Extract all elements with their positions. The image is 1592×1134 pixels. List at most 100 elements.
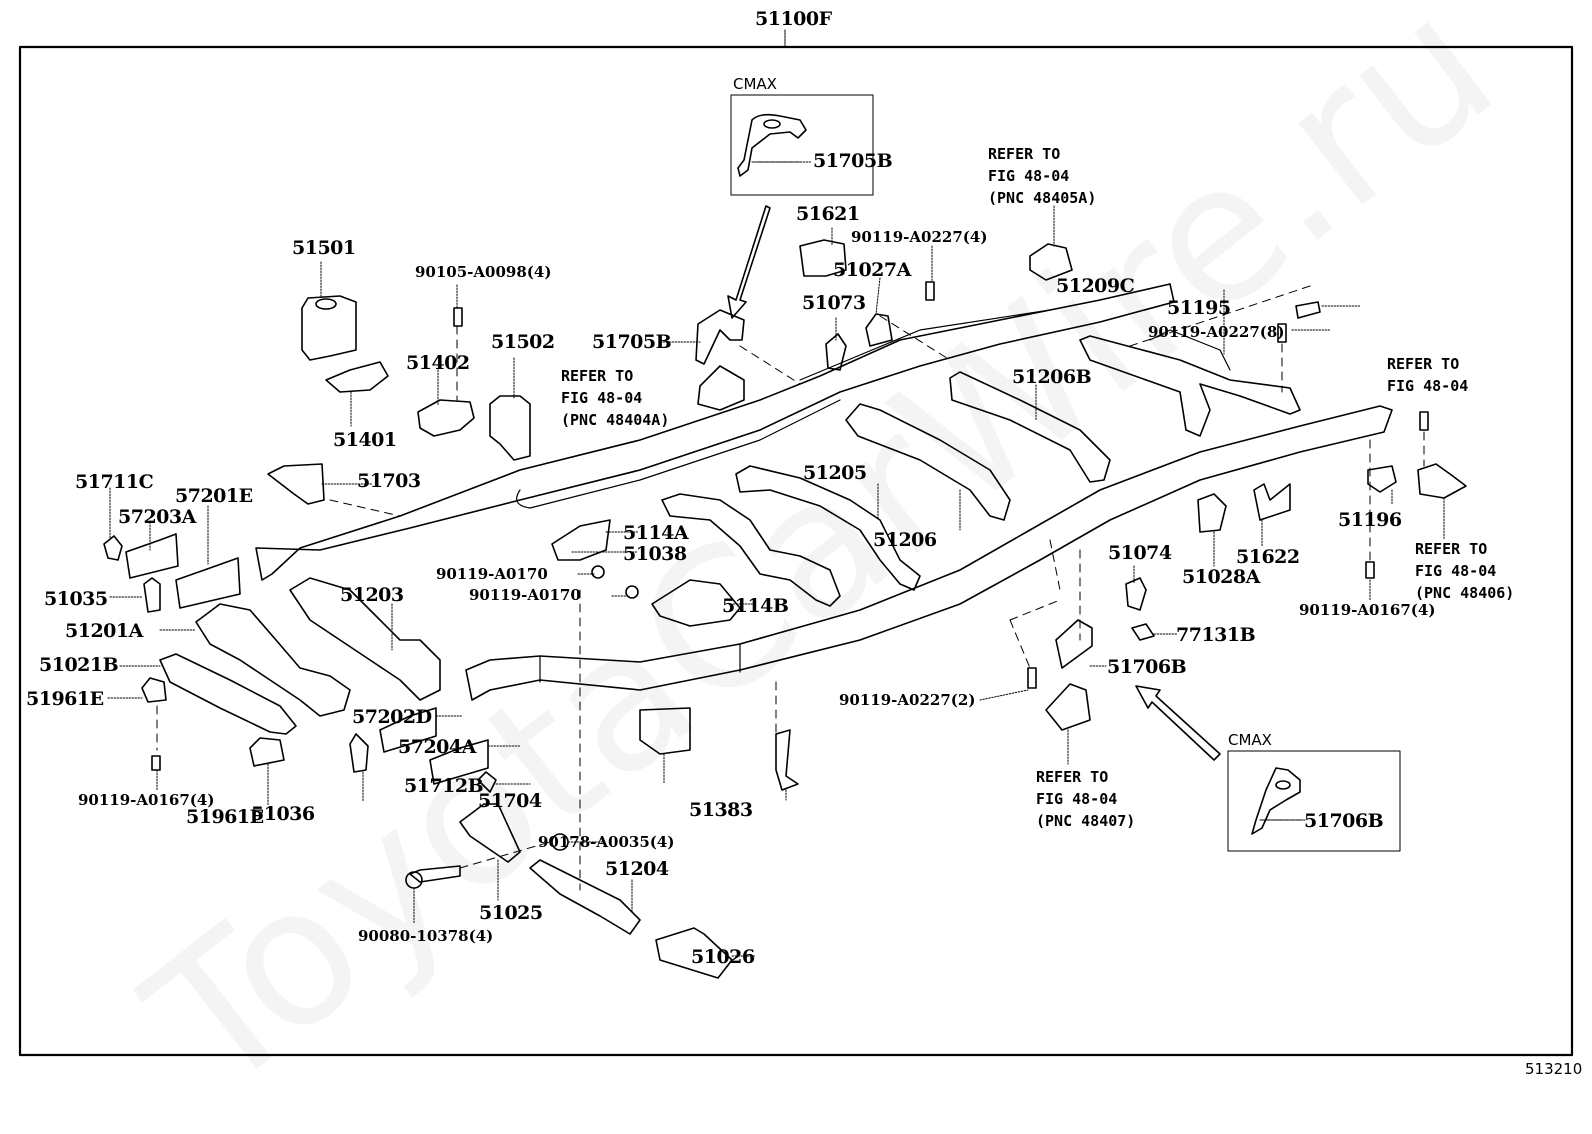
callout-51206[interactable]: 51206 bbox=[873, 529, 937, 551]
callout-5114A[interactable]: 5114A bbox=[623, 522, 689, 544]
mount-51961E-a bbox=[141, 677, 167, 703]
frame-rail-right bbox=[465, 405, 1393, 701]
callout-51205[interactable]: 51205 bbox=[803, 462, 867, 484]
refer-note-48406[interactable]: REFER TO FIG 48-04 (PNC 48406) bbox=[1415, 540, 1515, 602]
callout-51711C[interactable]: 51711C bbox=[75, 471, 154, 493]
crossmember-51205 bbox=[735, 465, 921, 591]
clip-77131B bbox=[1131, 623, 1155, 641]
inset-label-cmax-top: CMAX bbox=[733, 75, 777, 93]
refer-note-48405A[interactable]: REFER TO FIG 48-04 (PNC 48405A) bbox=[988, 145, 1097, 207]
callout-51961E[interactable]: 51961E bbox=[26, 688, 104, 710]
callout-51703[interactable]: 51703 bbox=[357, 470, 421, 492]
mount-48406 bbox=[1417, 463, 1467, 499]
callout-51203[interactable]: 51203 bbox=[340, 584, 404, 606]
callout-51201A[interactable]: 51201A bbox=[65, 620, 143, 642]
inset-label-cmax-bottom: CMAX bbox=[1228, 731, 1272, 749]
callout-57204A[interactable]: 57204A bbox=[398, 736, 476, 758]
bracket-51705B-inset-drawing bbox=[737, 113, 807, 177]
inset-box-51705B bbox=[730, 94, 874, 196]
callout-51025[interactable]: 51025 bbox=[479, 902, 543, 924]
callout-51028A[interactable]: 51028A bbox=[1182, 566, 1260, 588]
callout-51206B[interactable]: 51206B bbox=[1012, 366, 1092, 388]
callout-51705B-inset[interactable]: 51705B bbox=[813, 150, 893, 172]
callout-90178-A0035[interactable]: 90178-A0035(4) bbox=[538, 833, 675, 851]
callout-51502[interactable]: 51502 bbox=[491, 331, 555, 353]
callout-51035[interactable]: 51035 bbox=[44, 588, 108, 610]
callout-90119-A0167-right[interactable]: 90119-A0167(4) bbox=[1299, 601, 1436, 619]
callout-51401[interactable]: 51401 bbox=[333, 429, 397, 451]
bracket-51402 bbox=[417, 399, 475, 437]
callout-51196[interactable]: 51196 bbox=[1338, 509, 1402, 531]
callout-51961E[interactable]: 51961E bbox=[186, 806, 264, 828]
callout-51027A[interactable]: 51027A bbox=[833, 259, 911, 281]
bracket-51036 bbox=[349, 733, 369, 773]
callout-57203A[interactable]: 57203A bbox=[118, 506, 196, 528]
mount-51501 bbox=[301, 295, 357, 361]
callout-90119-A0227-2[interactable]: 90119-A0227(2) bbox=[839, 691, 976, 709]
refer-note-48407[interactable]: REFER TO FIG 48-04 (PNC 48407) bbox=[1036, 768, 1136, 830]
callout-90119-A0170-b[interactable]: 90119-A0170 bbox=[469, 586, 581, 604]
bracket-51035 bbox=[143, 577, 161, 613]
callout-57202D[interactable]: 57202D bbox=[352, 706, 432, 728]
callout-90119-A0227-8[interactable]: 90119-A0227(8) bbox=[1148, 323, 1285, 341]
callout-51706B[interactable]: 51706B bbox=[1107, 656, 1187, 678]
inset-box-51706B bbox=[1227, 750, 1401, 852]
bracket-51621 bbox=[799, 239, 847, 277]
callout-51704[interactable]: 51704 bbox=[478, 790, 542, 812]
refer-note-48404A[interactable]: REFER TO FIG 48-04 (PNC 48404A) bbox=[561, 367, 670, 429]
callout-90119-A0227-4[interactable]: 90119-A0227(4) bbox=[851, 228, 988, 246]
mount-51028A bbox=[1197, 493, 1227, 533]
callout-51712B[interactable]: 51712B bbox=[404, 775, 484, 797]
hook-51383 bbox=[775, 729, 799, 791]
callout-51036[interactable]: 51036 bbox=[251, 803, 315, 825]
frame-rail-left bbox=[255, 283, 1175, 581]
callout-51705B[interactable]: 51705B bbox=[592, 331, 672, 353]
assembly-title-pnc[interactable]: 51100F bbox=[755, 8, 832, 30]
bolt-90105 bbox=[453, 307, 463, 327]
plate-51195 bbox=[1295, 301, 1321, 319]
callout-5114B[interactable]: 5114B bbox=[722, 595, 789, 617]
callout-51021B[interactable]: 51021B bbox=[39, 654, 119, 676]
bolt-90119-A0167-left bbox=[151, 755, 161, 771]
callout-51621[interactable]: 51621 bbox=[796, 203, 860, 225]
diagram-border bbox=[18, 45, 1574, 1057]
callout-51195[interactable]: 51195 bbox=[1167, 297, 1231, 319]
callout-90119-A0170-a[interactable]: 90119-A0170 bbox=[436, 565, 548, 583]
arrow-cmax-bottom bbox=[1135, 685, 1221, 761]
bracket-51711C bbox=[103, 535, 123, 561]
callout-90119-A0167-left[interactable]: 90119-A0167(4) bbox=[78, 791, 215, 809]
callout-51402[interactable]: 51402 bbox=[406, 352, 470, 374]
bracket-51025 bbox=[459, 803, 521, 863]
crossmember-51209C bbox=[1079, 335, 1301, 437]
callout-51706B-inset[interactable]: 51706B bbox=[1304, 810, 1384, 832]
crossmember-51203 bbox=[289, 577, 441, 701]
callout-51026[interactable]: 51026 bbox=[691, 946, 755, 968]
callout-51209C[interactable]: 51209C bbox=[1056, 275, 1135, 297]
bracket-51703 bbox=[267, 463, 325, 505]
crossmember-51038 bbox=[661, 493, 841, 607]
mount-51027A bbox=[865, 313, 893, 347]
clip-51712B bbox=[477, 771, 497, 793]
crossmember-51201A bbox=[195, 603, 351, 717]
bracket-51074 bbox=[1125, 577, 1147, 611]
callout-90105-A0098[interactable]: 90105-A0098(4) bbox=[415, 263, 552, 281]
callout-90080-10378[interactable]: 90080-10378(4) bbox=[358, 927, 494, 945]
refer-note-fig-48-04[interactable]: REFER TO FIG 48-04 bbox=[1387, 355, 1469, 395]
callout-51074[interactable]: 51074 bbox=[1108, 542, 1172, 564]
bolt-90119-A0170-a bbox=[591, 565, 605, 579]
mount-51502 bbox=[489, 395, 531, 461]
callout-51204[interactable]: 51204 bbox=[605, 858, 669, 880]
assembly-lines bbox=[156, 285, 1425, 891]
plate-57202D bbox=[379, 707, 437, 753]
callout-51622[interactable]: 51622 bbox=[1236, 546, 1300, 568]
bracket-51706B-inset-drawing bbox=[1251, 767, 1301, 835]
callout-77131B[interactable]: 77131B bbox=[1176, 624, 1256, 646]
callout-51073[interactable]: 51073 bbox=[802, 292, 866, 314]
callout-51501[interactable]: 51501 bbox=[292, 237, 356, 259]
crossmember-51021B bbox=[159, 653, 297, 735]
callout-51383[interactable]: 51383 bbox=[689, 799, 753, 821]
callout-51038[interactable]: 51038 bbox=[623, 543, 687, 565]
bolt-90080 bbox=[409, 865, 461, 883]
bracket-hole bbox=[763, 119, 781, 129]
callout-57201E[interactable]: 57201E bbox=[175, 485, 253, 507]
